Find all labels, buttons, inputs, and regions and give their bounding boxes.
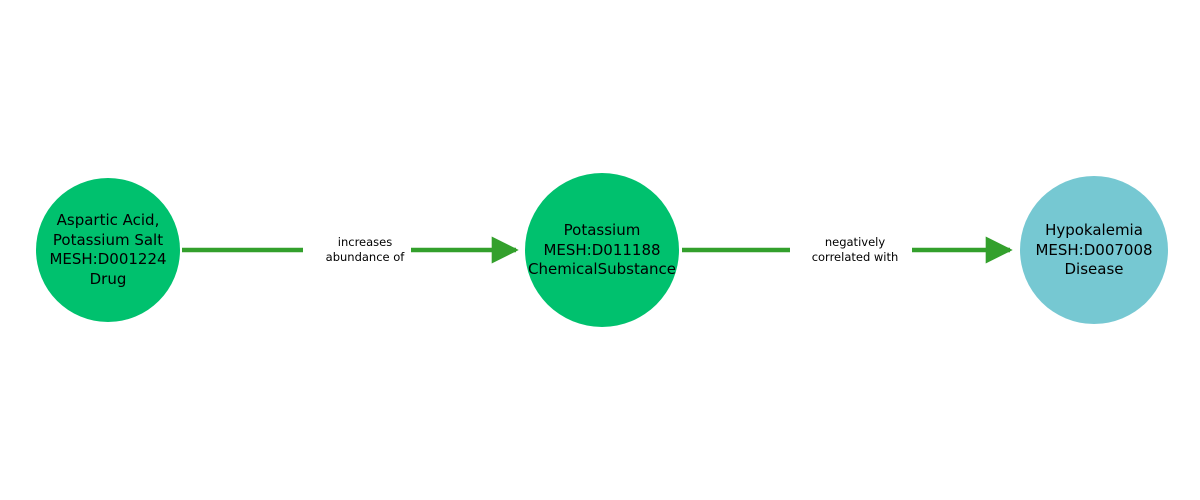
node-disease-hypokalemia[interactable] xyxy=(1020,176,1168,324)
node-chemical-potassium[interactable] xyxy=(525,173,679,327)
node-drug-aspartic-acid-potassium-salt[interactable] xyxy=(36,178,180,322)
